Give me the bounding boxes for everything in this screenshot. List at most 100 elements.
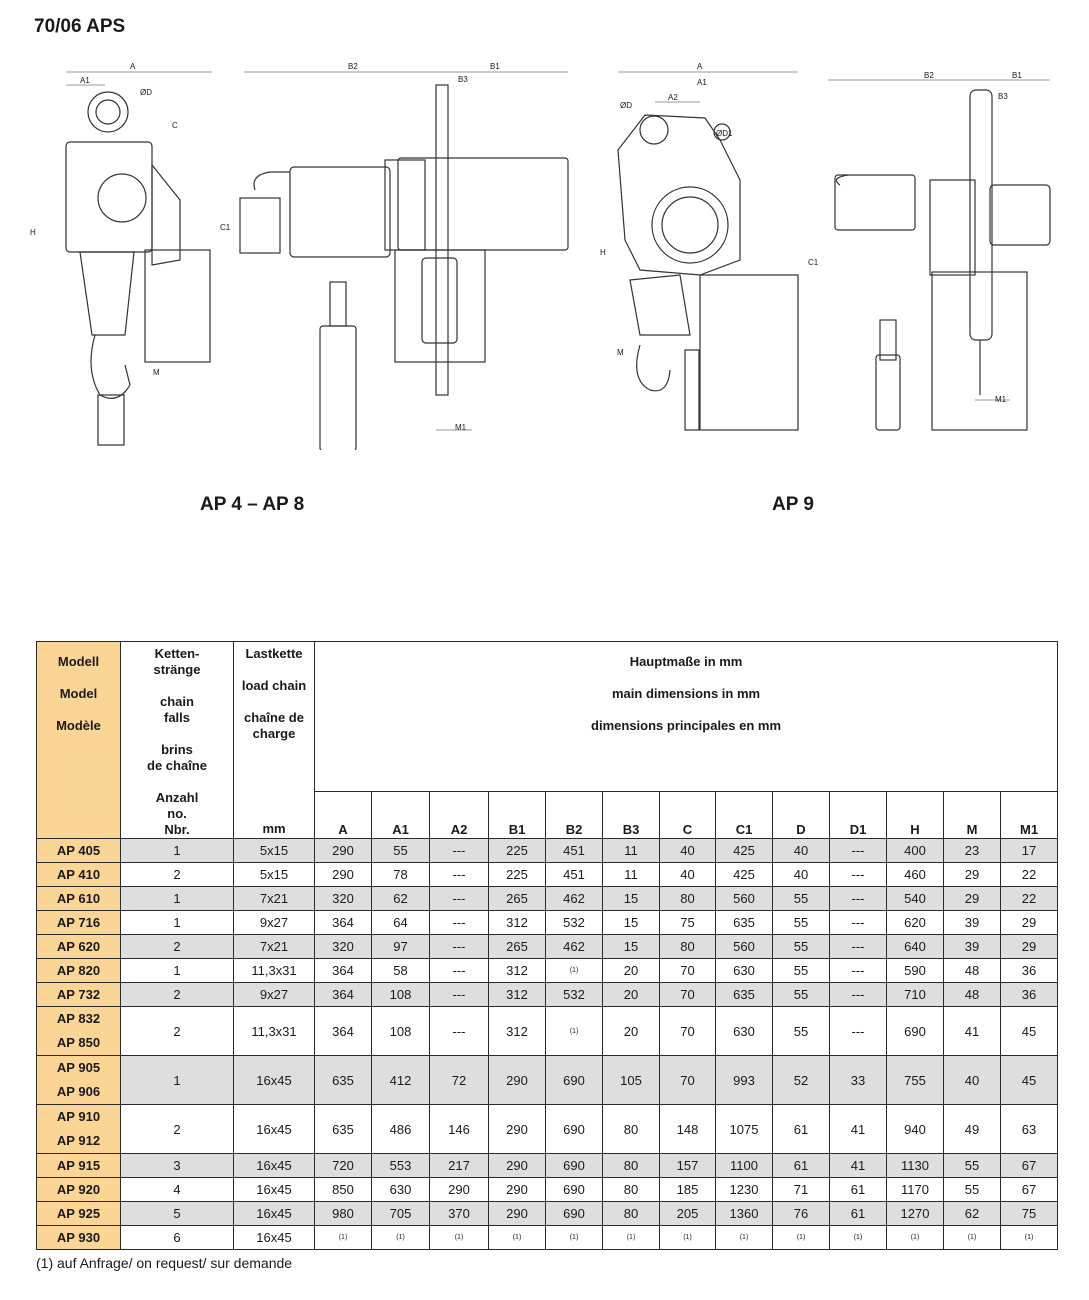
cell-dimension: ---: [829, 1006, 887, 1056]
cell-chain: 16x45: [233, 1201, 315, 1226]
cell-dimension: 148: [659, 1104, 716, 1154]
cell-dimension: 940: [886, 1104, 944, 1154]
caption-ap4-ap8: AP 4 – AP 8: [200, 494, 305, 515]
dim-label-a: A: [130, 62, 136, 71]
header-model-fr: Modèle: [56, 718, 101, 733]
cell-dimension: 185: [659, 1177, 716, 1202]
model-name: AP 930: [56, 1230, 101, 1245]
col-header: D: [772, 791, 830, 839]
cell-dimension: 78: [371, 862, 430, 887]
cell-dimension: 67: [999, 1177, 1059, 1202]
model-name: AP 905: [56, 1060, 101, 1075]
model-name: AP 850: [56, 1035, 101, 1050]
model-name: AP 620: [56, 939, 101, 954]
dimensions-table: Modell Model Modèle Ketten- stränge chai…: [36, 641, 1059, 1250]
cell-dimension: 62: [943, 1201, 1001, 1226]
cell-dimension: 55: [371, 838, 430, 863]
cell-dimension: 630: [715, 1006, 773, 1056]
col-header: D1: [829, 791, 887, 839]
model-name: AP 732: [56, 987, 101, 1002]
cell-falls: 2: [120, 934, 234, 959]
cell-dimension: 290: [314, 838, 372, 863]
cell-model: AP 732: [36, 982, 121, 1007]
col-header: B3: [602, 791, 660, 839]
cell-dimension: 108: [371, 1006, 430, 1056]
cell-model: AP 920: [36, 1177, 121, 1202]
cell-dimension: 690: [886, 1006, 944, 1056]
cell-dimension: 108: [371, 982, 430, 1007]
cell-dimension: 70: [659, 1006, 716, 1056]
cell-dimension: 690: [545, 1104, 603, 1154]
cell-model: AP 620: [36, 934, 121, 959]
table-header-row: Modell Model Modèle Ketten- stränge chai…: [36, 641, 1059, 839]
dim-label-c1-ap9: C1: [808, 258, 819, 267]
cell-dimension: 462: [545, 934, 603, 959]
cell-dimension: 630: [715, 958, 773, 983]
cell-dimension: 705: [371, 1201, 430, 1226]
cell-dimension: 146: [429, 1104, 489, 1154]
col-header: A: [314, 791, 372, 839]
cell-dimension: (1): [715, 1225, 773, 1250]
header-falls-line: chain: [160, 694, 194, 709]
cell-dimension: 80: [602, 1104, 660, 1154]
cell-dimension: 71: [772, 1177, 830, 1202]
cell-dimension: 290: [488, 1153, 546, 1178]
header-chain-line: chaîne de: [244, 710, 304, 725]
cell-dimension: 55: [772, 910, 830, 935]
cell-dimension: 40: [659, 862, 716, 887]
dim-label-c: C: [172, 121, 178, 130]
drawing-ap9-front: [828, 79, 1051, 431]
cell-dimension: 364: [314, 910, 372, 935]
cell-chain: 16x45: [233, 1104, 315, 1154]
cell-dimension: ---: [829, 838, 887, 863]
cell-dimension: 29: [943, 886, 1001, 911]
footnote: (1) auf Anfrage/ on request/ sur demande: [36, 1255, 293, 1271]
cell-dimension: ---: [429, 934, 489, 959]
cell-dimension: ---: [829, 934, 887, 959]
cell-dimension: 29: [943, 862, 1001, 887]
cell-dimension: (1): [545, 1225, 603, 1250]
cell-chain: 7x21: [233, 886, 315, 911]
header-chain-line: Lastkette: [245, 646, 303, 661]
cell-dimension: (1): [429, 1225, 489, 1250]
cell-falls: 1: [120, 838, 234, 863]
cell-model: AP 405: [36, 838, 121, 863]
cell-dimension: (1): [545, 958, 603, 983]
header-falls-line: Ketten-: [154, 646, 200, 661]
cell-dimension: ---: [829, 886, 887, 911]
cell-dimension: 560: [715, 934, 773, 959]
drawing-ap4-side: [65, 71, 212, 446]
model-name: AP 910: [56, 1109, 101, 1124]
cell-dimension: 364: [314, 958, 372, 983]
dim-label-b1: B1: [490, 62, 500, 71]
cell-dimension: ---: [429, 958, 489, 983]
cell-dimension: 690: [545, 1055, 603, 1105]
dim-label-a1: A1: [80, 76, 90, 85]
cell-dimension: 55: [772, 934, 830, 959]
cell-falls: 1: [120, 910, 234, 935]
cell-falls: 4: [120, 1177, 234, 1202]
header-dims-en: main dimensions in mm: [611, 686, 761, 701]
cell-dimension: 39: [943, 910, 1001, 935]
cell-dimension: 29: [999, 934, 1059, 959]
cell-chain: 11,3x31: [233, 958, 315, 983]
cell-dimension: 76: [772, 1201, 830, 1226]
cell-dimension: 364: [314, 1006, 372, 1056]
cell-dimension: 39: [943, 934, 1001, 959]
cell-dimension: 312: [488, 1006, 546, 1056]
cell-dimension: 290: [314, 862, 372, 887]
header-dims: Hauptmaße in mm main dimensions in mm di…: [313, 641, 1059, 792]
cell-dimension: (1): [772, 1225, 830, 1250]
model-name: AP 920: [56, 1182, 101, 1197]
